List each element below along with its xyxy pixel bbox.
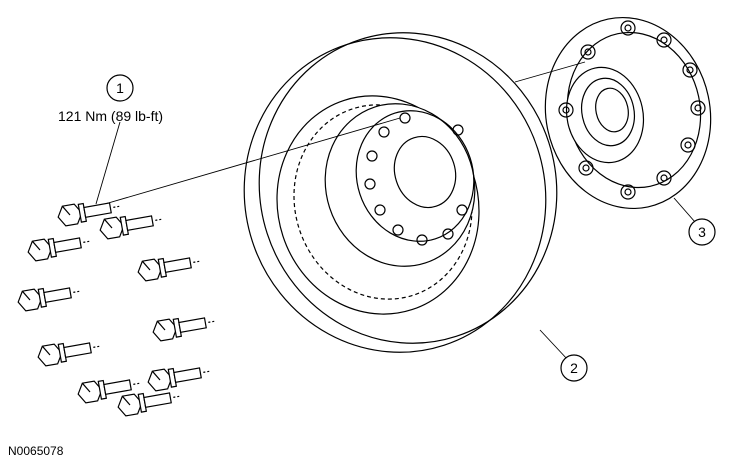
rotor-bolt xyxy=(77,379,140,404)
callout-number-3: 3 xyxy=(698,224,706,240)
rotor-center-bore xyxy=(393,135,457,209)
figure-id: N0065078 xyxy=(8,444,64,458)
rotor-bolt xyxy=(37,342,100,367)
rotor-bolt xyxy=(137,257,200,282)
callout-circle-3 xyxy=(688,218,716,246)
rotor-bolt xyxy=(147,367,210,392)
rotor-stud-holes xyxy=(364,112,468,246)
rotor-bolts xyxy=(17,202,215,417)
rotor-back-edge xyxy=(258,32,558,344)
callout-circle-1 xyxy=(106,74,134,102)
rotor-hat-face xyxy=(355,110,475,242)
hub-barrel-inner xyxy=(581,77,635,147)
brake-rotor xyxy=(243,32,558,353)
hub-bore xyxy=(595,87,629,133)
callout-number-2: 2 xyxy=(570,360,578,376)
callout-circles xyxy=(106,74,716,382)
rotor-bolt xyxy=(117,392,180,417)
callout-circle-2 xyxy=(560,354,588,382)
wheel-hub xyxy=(544,16,712,210)
rotor-bolt xyxy=(152,317,215,342)
rotor-bolt xyxy=(17,287,80,312)
rotor-bolt xyxy=(57,202,120,227)
hub-lug-studs xyxy=(558,20,706,200)
rotor-bolt xyxy=(27,237,90,262)
callout-number-1: 1 xyxy=(116,80,124,96)
torque-specification: 121 Nm (89 lb-ft) xyxy=(58,108,164,124)
rotor-bolt xyxy=(99,215,162,240)
leader-lines xyxy=(95,61,696,361)
